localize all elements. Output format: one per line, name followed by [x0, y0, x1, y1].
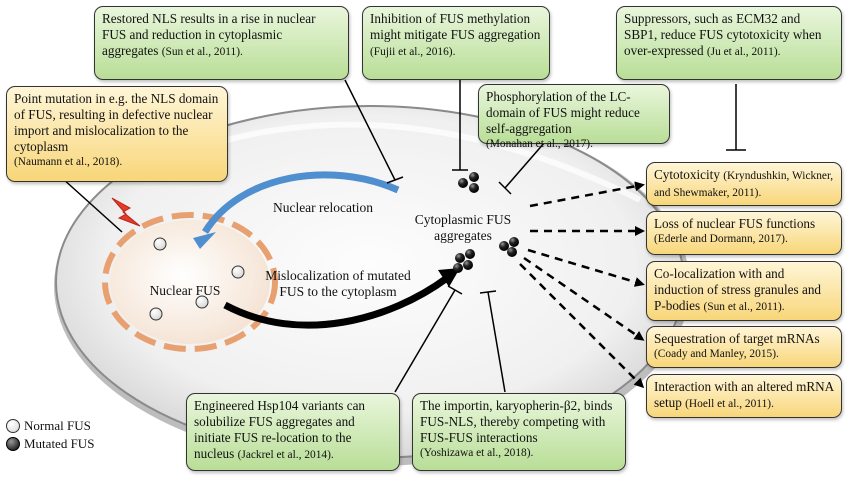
importin-box: The importin, karyopherin-β2, binds FUS-…: [412, 393, 626, 471]
loss-nuclear-text: Loss of nuclear FUS functions: [654, 216, 816, 231]
cytotoxicity-ref: (Kryndushkin, Wickner, and Shewmaker, 20…: [654, 170, 834, 199]
cytotoxicity-text: Cytotoxicity: [654, 167, 720, 182]
sequestration-text: Sequestration of target mRNAs: [654, 331, 820, 346]
methylation-ref: (Fujii et al., 2016).: [370, 46, 456, 58]
nuclear-fus-label: Nuclear FUS: [149, 283, 221, 298]
suppressors-ref: (Ju et al., 2011).: [706, 46, 781, 58]
phosphorylation-text: Phosphorylation of the LC-domain of FUS …: [486, 89, 640, 136]
phosphorylation-box: Phosphorylation of the LC-domain of FUS …: [478, 84, 670, 150]
mutated-fus-legend-icon: [6, 437, 20, 451]
nucleus: [102, 212, 278, 352]
loss-nuclear-ref: (Ederle and Dormann, 2017).: [654, 233, 788, 245]
cytoplasmic-aggregates-label: Cytoplasmic FUS aggregates: [414, 212, 512, 243]
interaction-box: Interaction with an altered mRNA setup (…: [646, 374, 842, 418]
importin-text: The importin, karyopherin-β2, binds FUS-…: [420, 398, 613, 445]
point-mutation-text: Point mutation in e.g. the NLS domain of…: [14, 91, 219, 154]
methylation-box: Inhibition of FUS methylation might miti…: [362, 6, 550, 80]
mislocalization-arrow: [223, 268, 460, 329]
restored-nls-ref: (Sun et al., 2011).: [161, 46, 243, 58]
colocalization-ref: (Sun et al., 2011).: [703, 301, 785, 313]
sequestration-box: Sequestration of target mRNAs (Coady and…: [646, 326, 842, 368]
normal-fus-particle: [149, 307, 163, 321]
normal-fus-particle: [231, 265, 245, 279]
point-mutation-box: Point mutation in e.g. the NLS domain of…: [6, 86, 228, 182]
effect-arrows: [519, 181, 645, 389]
normal-fus-particle: [195, 295, 209, 309]
hsp104-ref: (Jackrel et al., 2014).: [237, 449, 334, 461]
normal-fus-legend-icon: [6, 419, 20, 433]
legend-normal-fus: Normal FUS: [6, 418, 91, 434]
interaction-ref: (Hoell et al., 2011).: [685, 398, 774, 410]
restored-nls-text: Restored NLS results in a rise in nuclea…: [102, 11, 316, 58]
nuclear-relocation-arrow: [193, 171, 400, 249]
normal-fus-particle: [153, 237, 167, 251]
suppressors-text: Suppressors, such as ECM32 and SBP1, red…: [624, 11, 822, 58]
inhibition-lines: [61, 78, 746, 393]
hsp104-text: Engineered Hsp104 variants can solubiliz…: [194, 398, 366, 461]
fus-aggregates: [453, 172, 519, 273]
lightning-bolt-icon: [111, 197, 141, 227]
cytotoxicity-box: Cytotoxicity (Kryndushkin, Wickner, and …: [646, 162, 842, 206]
colocalization-text: Co-localization with and induction of st…: [654, 266, 822, 313]
phosphorylation-ref: (Monahan et al., 2017).: [486, 138, 593, 150]
hsp104-box: Engineered Hsp104 variants can solubiliz…: [186, 393, 400, 471]
legend-mutated-fus: Mutated FUS: [6, 436, 94, 452]
legend-mutated-label: Mutated FUS: [24, 436, 95, 451]
legend-normal-label: Normal FUS: [24, 418, 91, 433]
interaction-text: Interaction with an altered mRNA setup: [654, 379, 834, 410]
loss-nuclear-box: Loss of nuclear FUS functions (Ederle an…: [646, 211, 842, 255]
mislocalization-label: Mislocalization of mutated FUS to the cy…: [265, 268, 411, 299]
cell: [54, 105, 690, 466]
methylation-text: Inhibition of FUS methylation might miti…: [370, 11, 541, 42]
restored-nls-box: Restored NLS results in a rise in nuclea…: [94, 6, 349, 80]
suppressors-box: Suppressors, such as ECM32 and SBP1, red…: [616, 6, 842, 80]
colocalization-box: Co-localization with and induction of st…: [646, 261, 842, 321]
nuclear-relocation-label: Nuclear relocation: [272, 200, 374, 215]
importin-ref: (Yoshizawa et al., 2018).: [420, 447, 534, 459]
point-mutation-ref: (Naumann et al., 2018).: [14, 156, 123, 168]
sequestration-ref: (Coady and Manley, 2015).: [654, 348, 779, 360]
